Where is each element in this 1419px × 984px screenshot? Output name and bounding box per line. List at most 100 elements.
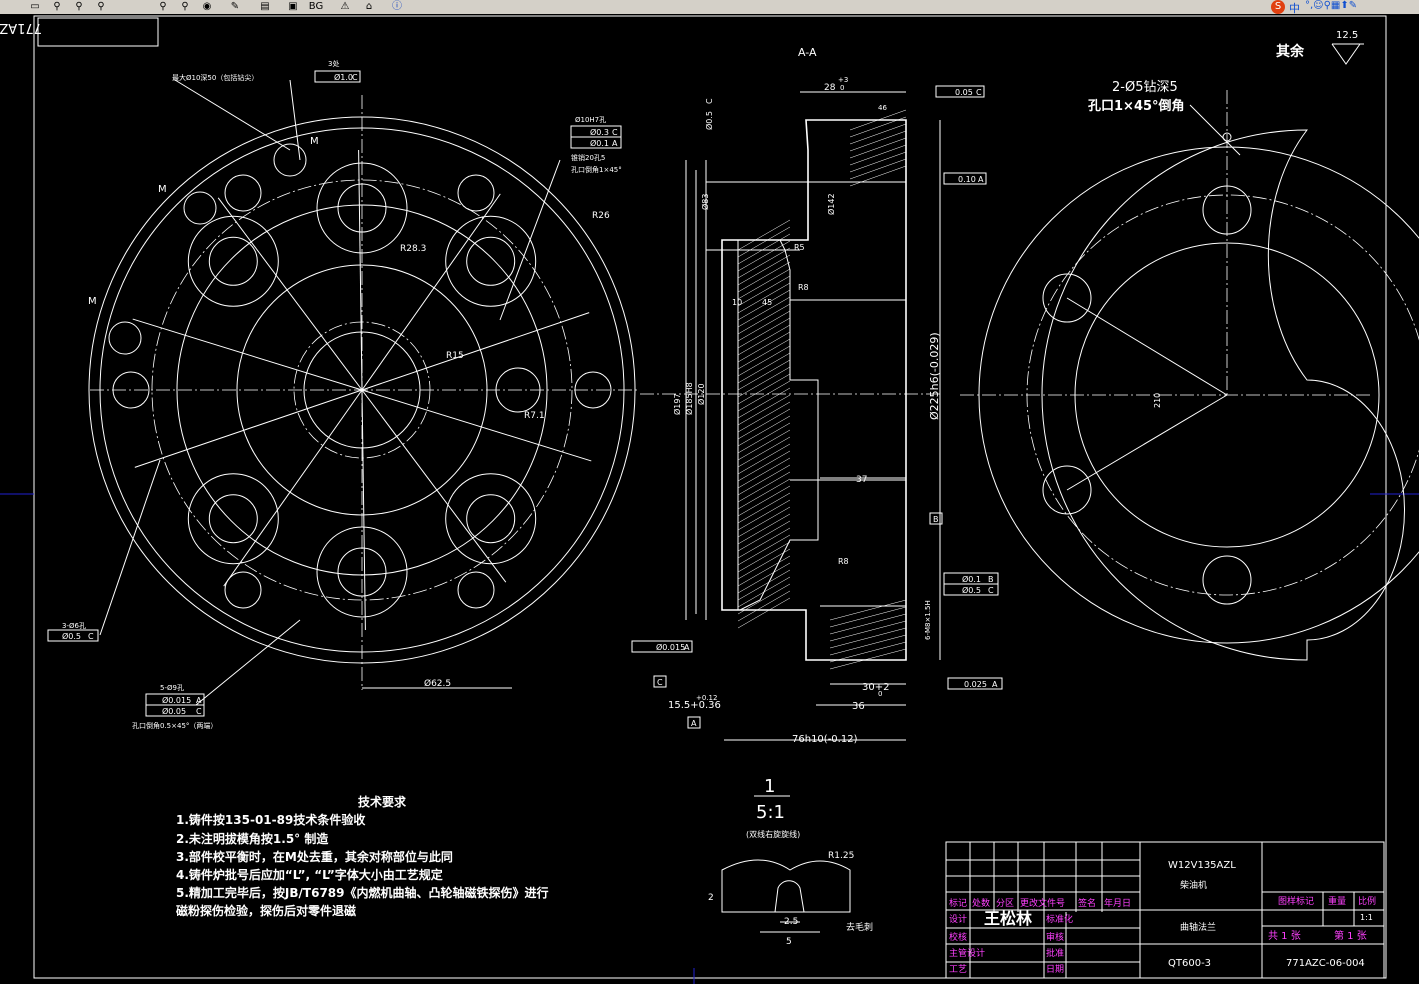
front-bottom-tol: 5-Ø9孔 Ø0.015 A Ø0.05 C 孔口倒角0.5×45°（两端） [132,684,217,730]
section-view [640,91,941,741]
svg-text:2.未注明拔模角按1.5° 制造: 2.未注明拔模角按1.5° 制造 [176,831,329,846]
svg-text:5.精加工完毕后，按JB/T6789《内燃机曲轴、凸轮轴磁铁: 5.精加工完毕后，按JB/T6789《内燃机曲轴、凸轮轴磁铁探伤》进行 [176,885,549,900]
svg-text:A: A [992,680,998,689]
svg-text:标记: 标记 [949,897,967,909]
svg-text:R8: R8 [838,557,849,566]
svg-text:15.5+0.36: 15.5+0.36 [668,700,721,711]
bg-button[interactable]: BG [308,1,324,12]
drill-note-a: 2-Ø5钻深5 [1112,80,1178,95]
regen-icon[interactable]: ◉ [202,1,212,12]
svg-text:76h10(-0.12): 76h10(-0.12) [792,734,858,745]
ime-logo-icon[interactable]: S [1271,0,1285,14]
front-view [88,79,640,706]
svg-text:4.铸件炉批号后应加“L”, “L”字体大小由工艺规定: 4.铸件炉批号后应加“L”, “L”字体大小由工艺规定 [176,867,443,882]
svg-text:0.10: 0.10 [958,175,976,184]
svg-text:3.部件校平衡时，在M处去重，其余对称部位与此同: 3.部件校平衡时，在M处去重，其余对称部位与此同 [176,849,453,864]
svg-text:C: C [88,632,94,641]
zoom-window-icon[interactable]: ⚲ [97,1,105,12]
save-icon[interactable]: ▣ [288,1,298,12]
svg-text:C: C [976,88,982,97]
svg-text:C: C [352,73,358,82]
svg-text:孔口倒角1×45°: 孔口倒角1×45° [571,165,622,174]
r-label-3: R15 [446,351,464,361]
svg-text:Ø83: Ø83 [700,194,710,210]
svg-text:Ø0.3: Ø0.3 [590,127,609,137]
svg-text:Ø0.1: Ø0.1 [590,138,609,148]
ime-mode-label[interactable]: 中 [1289,2,1300,15]
new-icon[interactable]: ▭ [30,1,40,12]
front-right-note: Ø10H7孔 Ø0.3 C Ø0.1 A 锥销20孔5 孔口倒角1×45° [570,116,622,174]
help-icon[interactable]: ⚠ [340,1,350,12]
svg-text:Ø0.5: Ø0.5 [962,585,981,595]
svg-text:Ø0.5: Ø0.5 [62,631,81,641]
svg-text:+3: +3 [838,76,848,84]
roughness-value: 12.5 [1336,30,1358,41]
svg-text:日期: 日期 [1046,964,1064,975]
layer-icon[interactable]: ✎ [230,1,240,12]
svg-text:Ø0.05: Ø0.05 [162,706,186,716]
rotated-drawing-code: 771AZC-06-004 [0,20,42,35]
svg-text:Ø120: Ø120 [696,383,706,405]
m-mark-1: M [310,136,319,147]
roughness-symbol [1331,43,1364,65]
roughness-label: 其余 [1276,43,1305,60]
svg-text:Ø0.015: Ø0.015 [656,642,685,652]
svg-text:更改文件号: 更改文件号 [1020,897,1065,909]
svg-text:年月日: 年月日 [1104,897,1131,909]
svg-text:校核: 校核 [949,931,967,943]
section-label: A-A [798,46,817,59]
tb-material: QT600-3 [1168,958,1211,969]
svg-text:A: A [691,719,697,728]
zoom-extents-icon[interactable]: ⚲ [159,1,167,12]
svg-text:锥销20孔5: 锥销20孔5 [571,153,605,162]
svg-text:C: C [988,586,994,595]
front-left-tol: 3-Ø6孔 Ø0.5 C [47,622,99,642]
cad-toolbar: ▭ ⚲ ⚲ ⚲ ⚲ ⚲ ◉ ✎ ▤ ▣ BG ⚠ ⌂ ⓘ S 中 °,☺⚲▦⬆✎ [0,0,1419,15]
svg-text:分区: 分区 [996,898,1014,909]
scale-den: 5:1 [756,802,785,823]
svg-text:C: C [196,707,202,716]
svg-text:37: 37 [856,475,867,485]
detail-w2: 5 [786,937,792,947]
svg-text:0: 0 [878,690,882,698]
svg-text:28: 28 [824,83,836,93]
svg-text:A: A [612,139,618,148]
zoom-out-icon[interactable]: ⚲ [75,1,83,12]
tech-requirements: 技术要求 1.铸件按135-01-89技术条件验收 2.未注明拔模角按1.5° … [175,794,549,918]
svg-text:Ø0.1: Ø0.1 [962,574,981,584]
section-dims: 28 +3 0 0.05 C 46 Ø0.5 C 0.10 A Ø83 Ø142… [631,76,1003,745]
r-label-2: R26 [592,211,610,221]
home-icon[interactable]: ⌂ [365,1,373,12]
thread-detail [721,859,851,933]
ime-symbols[interactable]: °,☺⚲▦⬆✎ [1305,0,1358,11]
svg-text:Ø142: Ø142 [826,193,836,215]
zoom-in-icon[interactable]: ⚲ [53,1,61,12]
tb-sheet-total: 共 1 张 [1268,930,1301,942]
tb-designer: 王松林 [984,909,1032,928]
drawing-canvas[interactable]: 771AZC-06-004 最大Ø10深50（包括钻尖） 3处 Ø1.0 C M… [0,14,1419,984]
svg-text:A: A [684,643,690,652]
tb-sheet-no: 第 1 张 [1334,929,1367,942]
svg-text:0.025: 0.025 [964,680,987,689]
tb-head-2: 比例 [1358,895,1376,907]
svg-text:处数: 处数 [972,897,990,909]
svg-text:46: 46 [878,104,887,112]
m-mark-3: M [88,296,97,307]
svg-text:Ø185H8: Ø185H8 [684,382,694,415]
info-icon[interactable]: ⓘ [392,1,402,12]
svg-text:标准化: 标准化 [1046,913,1073,925]
svg-text:C: C [612,128,618,137]
svg-text:6-M8×1.5H: 6-M8×1.5H [924,600,932,640]
svg-text:Ø225h6(-0.029): Ø225h6(-0.029) [928,332,941,420]
pan-icon[interactable]: ⚲ [181,1,189,12]
svg-text:45: 45 [762,298,772,307]
svg-text:Ø0.015: Ø0.015 [162,695,191,705]
svg-text:C: C [705,98,714,104]
tb-scale: 1:1 [1360,913,1373,922]
tb-part-name: 曲轴法兰 [1180,921,1216,933]
print-icon[interactable]: ▤ [260,1,270,12]
svg-text:30+2: 30+2 [862,682,889,693]
svg-text:10: 10 [732,298,742,307]
r-label-1: R28.3 [400,244,426,254]
svg-text:B: B [933,515,939,524]
